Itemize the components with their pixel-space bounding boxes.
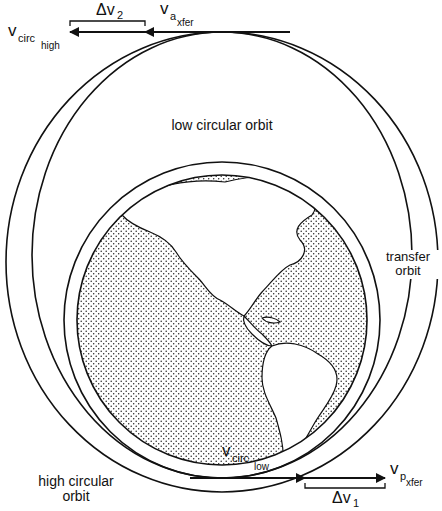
orbit-label: transfer orbit [377,250,439,279]
subscript: circ [18,32,35,44]
earth [77,167,367,468]
delta-bracket [70,21,145,26]
low-orbit [64,162,380,478]
orbit-label: high circular orbit [26,474,126,505]
transfer-orbit [32,32,412,478]
velocity-arrow [70,31,145,33]
subscript: 2 [117,9,123,21]
high-orbit [6,32,438,492]
velocity-arrow [190,477,305,479]
subscript: xfer [406,477,423,488]
velocity-label: v [160,0,169,19]
delta-v-label: Δv [96,1,115,19]
velocity-label: v [390,460,399,479]
orbit-label: low circular orbit [162,118,282,133]
subscript: xfer [177,17,194,28]
delta-v-label: Δv [332,489,351,507]
velocity-arrow [145,31,290,33]
velocity-label: v [8,22,17,41]
subscript: high [41,40,60,51]
subscript: a [170,10,176,22]
subscript: 1 [353,497,359,509]
velocity-label: v [222,442,231,461]
subscript: low [254,461,269,472]
subscript: p [400,470,406,482]
velocity-arrow [305,477,385,479]
subscript: circ [232,452,249,464]
delta-bracket [305,483,385,488]
